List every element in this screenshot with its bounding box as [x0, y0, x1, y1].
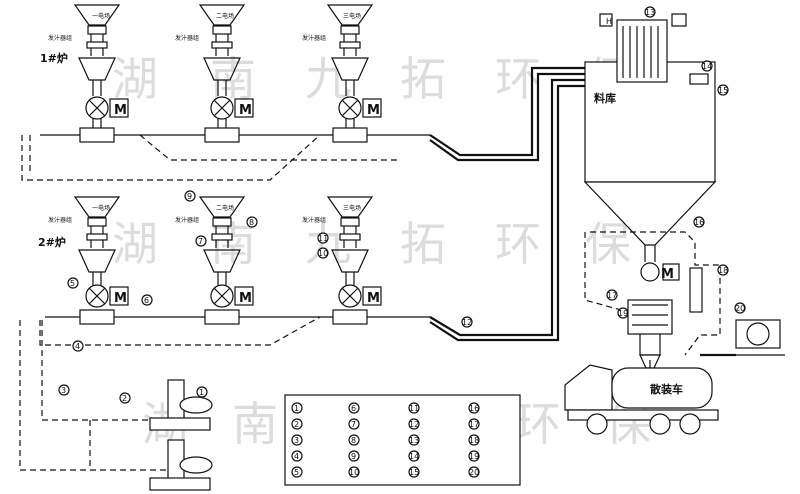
feeder-tag: 发汁器组: [48, 216, 72, 224]
furnace-1-unit-3: [326, 4, 382, 128]
callout: 9: [187, 192, 192, 201]
legend-number: 17: [469, 420, 479, 429]
legend-number: 5: [294, 468, 299, 477]
watermark-char: 湖: [112, 52, 158, 106]
legend-number: 8: [351, 436, 356, 445]
watermark-char: 湖: [112, 217, 158, 271]
watermark-char: 南: [232, 397, 278, 451]
callout: 3: [61, 386, 66, 395]
callout: 15: [718, 86, 728, 95]
hopper-label: 一电场: [92, 204, 110, 212]
air-compressors: [149, 379, 213, 491]
feeder-tag: 发汁器组: [48, 34, 72, 42]
callout: 20: [735, 304, 745, 313]
legend-number: 2: [294, 420, 299, 429]
legend-number: 3: [294, 436, 299, 445]
legend-number: 16: [469, 404, 479, 413]
callout: 19: [618, 309, 628, 318]
heater: [689, 267, 703, 313]
legend-number: 4: [294, 452, 299, 461]
hopper-label: 三电场: [343, 12, 361, 20]
furnace-1-unit-1: [73, 4, 129, 128]
feeder-tag: 发汁器组: [302, 216, 326, 224]
legend-entries: 1 6 11 16 2 7 12 17 3 8 13 18 4 9 14 19 …: [291, 402, 480, 478]
callout: 2: [122, 394, 127, 403]
legend-number: 11: [409, 404, 419, 413]
furnace-2-unit-1: [73, 196, 129, 308]
legend-number: 12: [409, 420, 419, 429]
callout: 17: [607, 291, 617, 300]
watermark-char: 拓: [400, 217, 446, 271]
legend-number: 18: [469, 436, 479, 445]
watermark-char: 九: [305, 52, 351, 106]
hopper-label: 三电场: [343, 204, 361, 212]
legend-number: 19: [469, 452, 479, 461]
legend-number: 10: [349, 468, 359, 477]
hopper-label: 一电场: [92, 12, 110, 20]
furnace-1-unit-2: [198, 4, 254, 128]
motor-label: M: [114, 103, 127, 118]
silo-airline-left: [584, 232, 629, 313]
h-mark: H: [606, 17, 612, 26]
motor-label: M: [239, 103, 252, 118]
callout: 5: [70, 279, 75, 288]
legend-number: 20: [469, 468, 479, 477]
callout: 8: [249, 218, 254, 227]
callout: 12: [462, 318, 472, 327]
watermark-char: 环: [495, 52, 541, 106]
conveying-pipes: [429, 66, 585, 342]
upper-pumps: [40, 127, 430, 143]
callout: 14: [702, 62, 712, 71]
callouts: 1 2 3 4 5 6 7 8 9 10 11 12 13 14 15 16 1…: [58, 6, 746, 404]
furnace-2-unit-2: [198, 196, 254, 308]
callout: 18: [718, 266, 728, 275]
silo-label: 料库: [594, 91, 616, 105]
air-pipes: [19, 134, 400, 471]
furnace-label: 1#炉: [40, 51, 68, 65]
callout: 13: [645, 8, 655, 17]
hopper-label: 二电场: [216, 12, 234, 20]
motor-label: M: [239, 291, 252, 306]
callout: 10: [318, 249, 328, 258]
storage-silo: [583, 13, 717, 369]
silo-airline: [590, 231, 721, 356]
truck-label: 散装车: [650, 382, 683, 396]
legend-box: [284, 394, 521, 486]
blower: [700, 319, 785, 357]
motor-label: M: [367, 103, 380, 118]
legend-number: 14: [409, 452, 419, 461]
legend-number: 7: [351, 420, 356, 429]
motor-label: M: [661, 267, 674, 282]
callout: 1: [199, 388, 204, 397]
callout: 6: [144, 296, 149, 305]
callout: 11: [318, 234, 328, 243]
legend-number: 6: [351, 404, 356, 413]
callout: 7: [198, 237, 203, 246]
motor-label: M: [114, 291, 127, 306]
bulk-truck: [564, 360, 719, 435]
callout: 16: [694, 218, 704, 227]
watermark-char: 保: [585, 217, 631, 271]
furnace-2-unit-3: [326, 196, 382, 308]
watermark-char: 南: [210, 52, 256, 106]
legend-number: 9: [351, 452, 356, 461]
lower-pumps: [45, 309, 430, 325]
furnace-label: 2#炉: [38, 235, 66, 249]
callout: 4: [75, 342, 80, 351]
legend-number: 13: [409, 436, 419, 445]
legend-number: 1: [294, 404, 299, 413]
watermark-char: 环: [495, 217, 541, 271]
hopper-label: 二电场: [216, 204, 234, 212]
feeder-tag: 发汁器组: [175, 34, 199, 42]
watermark-char: 拓: [400, 52, 446, 106]
feeder-tag: 发汁器组: [302, 34, 326, 42]
motor-label: M: [367, 291, 380, 306]
watermark-char: 环: [515, 397, 561, 451]
feeder-tag: 发汁器组: [175, 216, 199, 224]
legend-number: 15: [409, 468, 419, 477]
